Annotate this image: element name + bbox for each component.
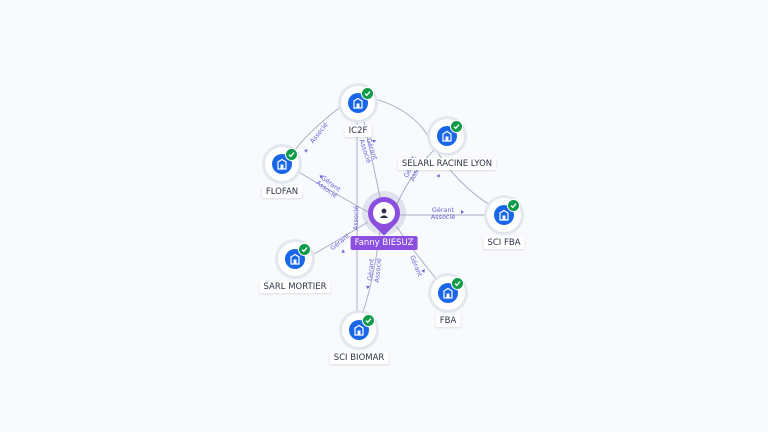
check-icon [365, 318, 372, 324]
building-icon [443, 287, 453, 299]
edge-arrow [461, 210, 464, 214]
edge-arrow [341, 249, 345, 253]
check-icon [301, 247, 308, 253]
edge-label: Associé [352, 206, 361, 231]
company-name: FLOFAN [261, 186, 303, 198]
edge-person-flofan [291, 167, 369, 213]
edge-arrow [319, 175, 323, 179]
edge-arrow [436, 174, 440, 178]
company-name: IC2F [344, 125, 372, 137]
check-icon [454, 281, 461, 287]
check-icon [510, 203, 517, 209]
person-inner [373, 202, 395, 224]
person-name: Fanny BIESUZ [350, 236, 418, 250]
company-name: SCI BIOMAR [329, 352, 389, 364]
edge-arrow [304, 149, 308, 153]
verified-badge [362, 314, 375, 327]
building-icon [290, 253, 300, 265]
building-icon [277, 158, 287, 170]
company-name: FBA [435, 315, 461, 327]
edge-arrow [372, 140, 376, 143]
check-icon [453, 124, 460, 130]
verified-badge [285, 148, 298, 161]
edge-label: GérantAssocié [366, 257, 383, 283]
edge-label: GérantAssocié [358, 136, 380, 164]
check-icon [364, 91, 371, 97]
company-name: SARL MORTIER [259, 281, 331, 293]
company-name: SCI FBA [483, 237, 525, 249]
check-icon [288, 152, 295, 158]
verified-badge [451, 277, 464, 290]
edge-label: Gérant [329, 232, 352, 252]
user-icon [379, 208, 389, 218]
verified-badge [507, 199, 520, 212]
building-icon [353, 97, 363, 109]
verified-badge [361, 87, 374, 100]
edge-arrow [421, 269, 425, 273]
edge-label: Gérant [408, 254, 424, 278]
verified-badge [298, 243, 311, 256]
building-icon [499, 209, 509, 221]
verified-badge [450, 120, 463, 133]
company-name: SELARL RACINE LYON [397, 158, 497, 170]
building-icon [442, 130, 452, 142]
edge-ic2f-flofan [294, 104, 344, 151]
edge-arrow [366, 285, 370, 289]
building-icon [354, 324, 364, 336]
